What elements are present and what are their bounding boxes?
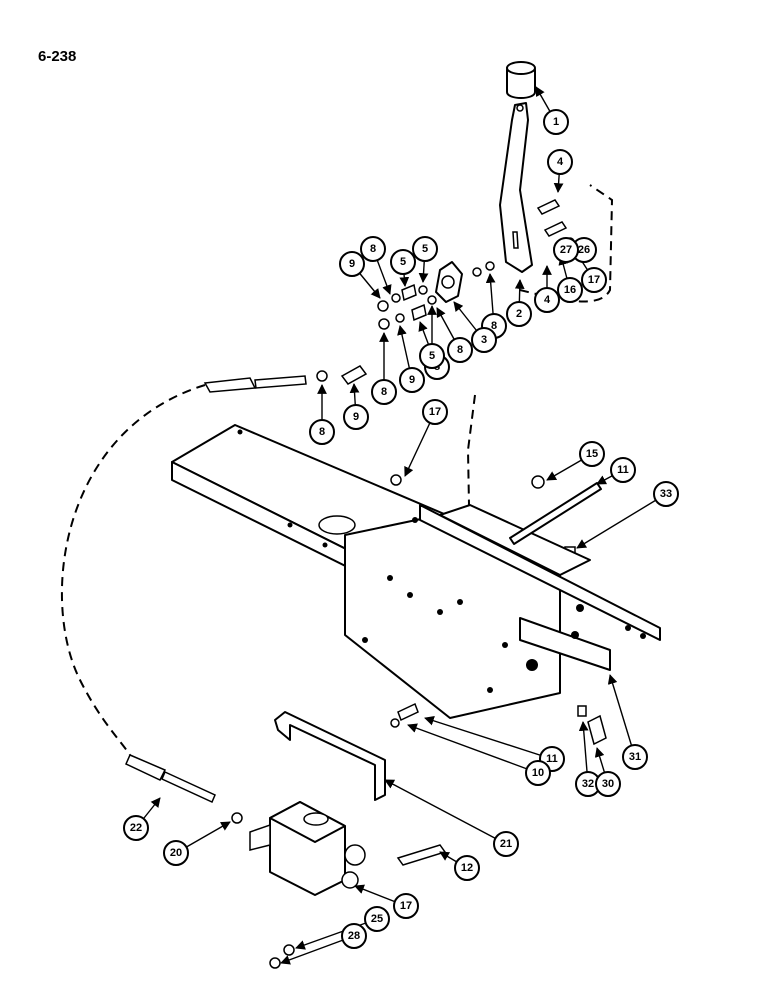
callout-leader: [384, 779, 507, 845]
callout-label: 8: [381, 386, 387, 398]
callout-label: 9: [409, 374, 415, 386]
callout-11: 11: [610, 457, 636, 483]
control-valve: [249, 801, 366, 896]
cam-plate: [435, 261, 463, 303]
callout-8: 8: [447, 337, 473, 363]
callout-17: 17: [422, 399, 448, 425]
callout-21: 21: [493, 831, 519, 857]
callout-31: 31: [622, 744, 648, 770]
callout-label: 16: [564, 284, 576, 296]
callout-17: 17: [393, 893, 419, 919]
callout-label: 9: [349, 258, 355, 270]
callout-4: 4: [547, 149, 573, 175]
callout-25: 25: [364, 906, 390, 932]
callout-label: 3: [481, 334, 487, 346]
callout-label: 5: [422, 243, 428, 255]
support-bracket: [274, 711, 386, 801]
callout-leader: [424, 716, 553, 760]
callout-9: 9: [343, 404, 369, 430]
cable-end-upper: [203, 375, 307, 393]
callout-label: 11: [546, 753, 558, 765]
page-number: 6-238: [38, 48, 77, 65]
callout-33: 33: [653, 481, 679, 507]
callout-leader: [295, 918, 378, 950]
callout-8: 8: [371, 379, 397, 405]
callout-9: 9: [399, 367, 425, 393]
cable-end-lower: [125, 754, 216, 804]
control-knob: [506, 61, 536, 99]
callout-label: 32: [582, 778, 594, 790]
callout-label: 10: [532, 767, 544, 779]
callout-label: 26: [578, 244, 590, 256]
callout-10: 10: [525, 760, 551, 786]
callout-2: 2: [506, 301, 532, 327]
callout-label: 11: [617, 464, 629, 476]
mounting-frame: [171, 424, 661, 719]
callout-22: 22: [123, 815, 149, 841]
callout-leader: [576, 493, 667, 549]
callout-20: 20: [163, 840, 189, 866]
callout-label: 21: [500, 838, 512, 850]
callout-30: 30: [595, 771, 621, 797]
callout-8: 8: [360, 236, 386, 262]
callout-28: 28: [341, 923, 367, 949]
callout-5: 5: [412, 236, 438, 262]
callout-label: 4: [557, 156, 564, 168]
nuts-and-springs: [231, 237, 607, 969]
callout-label: 8: [491, 320, 497, 332]
callout-label: 28: [348, 930, 360, 942]
callout-16: 16: [557, 277, 583, 303]
callout-label: 17: [429, 406, 441, 418]
control-cable-path: [60, 384, 206, 756]
lever-bolts: [536, 199, 568, 237]
callout-label: 2: [516, 308, 522, 320]
long-bolt: [396, 844, 447, 866]
callout-4: 4: [534, 287, 560, 313]
callout-label: 20: [170, 847, 182, 859]
callout-label: 27: [560, 244, 572, 256]
callout-12: 12: [454, 855, 480, 881]
callout-15: 15: [579, 441, 605, 467]
callout-label: 8: [319, 426, 325, 438]
callout-label: 17: [400, 900, 412, 912]
callout-5: 5: [390, 249, 416, 275]
callout-leader: [407, 723, 539, 774]
callout-27: 27: [553, 237, 579, 263]
callout-label: 4: [544, 294, 551, 306]
callout-5: 5: [419, 343, 445, 369]
callout-label: 30: [602, 778, 614, 790]
control-lever: [499, 102, 533, 273]
callout-layer: 1441617288359858985891715113331323011102…: [123, 86, 679, 965]
callout-3: 3: [471, 327, 497, 353]
callout-label: 1: [553, 116, 559, 128]
callout-1: 1: [543, 109, 569, 135]
callout-label: 17: [588, 274, 600, 286]
callout-label: 22: [130, 822, 142, 834]
callout-label: 33: [660, 488, 672, 500]
callout-label: 5: [429, 350, 435, 362]
callout-label: 8: [457, 344, 463, 356]
callout-label: 12: [461, 862, 473, 874]
callout-17: 17: [581, 267, 607, 293]
callout-label: 25: [371, 913, 383, 925]
callout-9: 9: [339, 251, 365, 277]
callout-label: 5: [400, 256, 406, 268]
callout-8: 8: [309, 419, 335, 445]
callout-leader: [607, 674, 636, 758]
callout-label: 8: [370, 243, 376, 255]
pivot-shaft: [509, 482, 602, 545]
callout-label: 15: [586, 448, 598, 460]
callout-label: 9: [353, 411, 359, 423]
callout-label: 31: [629, 751, 641, 763]
